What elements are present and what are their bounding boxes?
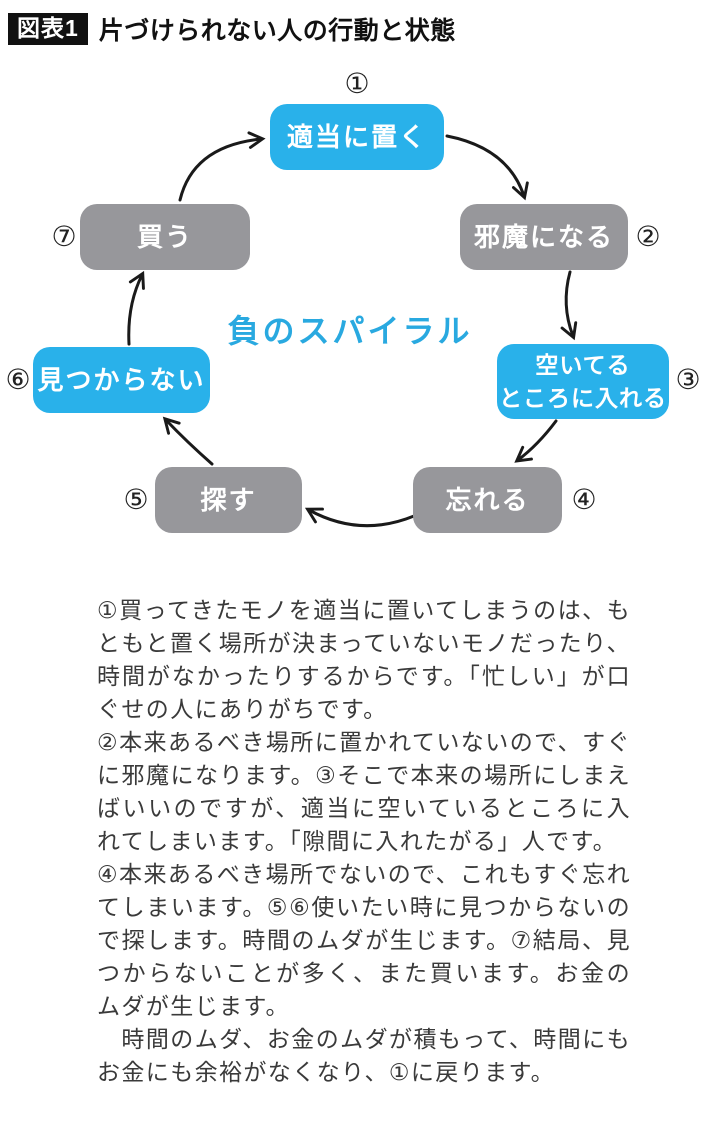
figure-title: 片づけられない人の行動と状態 xyxy=(98,17,456,45)
cycle-node-put-in-empty-spot: 空いてる ところに入れる xyxy=(497,344,669,419)
paragraph: 時間のムダ、お金のムダが積もって、時間にもお金にも余裕がなくなり、①に戻ります。 xyxy=(97,1026,631,1085)
cycle-node-gets-in-way: 邪魔になる xyxy=(460,204,628,270)
cycle-node-search: 探す xyxy=(155,467,302,533)
explanation-text: ①買ってきたモノを適当に置いてしまうのは、もともと置く場所が決まっていないモノだ… xyxy=(97,594,631,1089)
cycle-node-buy: 買う xyxy=(80,204,250,270)
paragraph: ②本来あるべき場所に置かれていないので、すぐに邪魔になります。③そこで本来の場所… xyxy=(97,729,631,854)
node-label: 忘れる xyxy=(445,484,530,515)
arrow-4-to-5 xyxy=(304,507,416,528)
step-number-3: ③ xyxy=(675,363,701,396)
figure-header: 図表1 片づけられない人の行動と状態 xyxy=(8,11,456,47)
step-number-2: ② xyxy=(635,220,661,253)
step-number-1: ① xyxy=(344,67,370,100)
center-label: 負のスパイラル xyxy=(227,313,473,349)
node-label: 買う xyxy=(136,221,193,252)
arrow-1-to-2 xyxy=(445,134,529,201)
node-label: 邪魔になる xyxy=(473,221,614,252)
paragraph: ④本来あるべき場所でないので、これもすぐ忘れてしまいます。⑤⑥使いたい時に見つか… xyxy=(97,861,631,1019)
cycle-node-place-randomly: 適当に置く xyxy=(270,104,444,170)
step-number-5: ⑤ xyxy=(123,483,149,516)
arrow-6-to-7 xyxy=(127,270,145,346)
paragraph: ①買ってきたモノを適当に置いてしまうのは、もともと置く場所が決まっていないモノだ… xyxy=(97,597,631,722)
arrow-3-to-4 xyxy=(514,419,558,463)
arrow-7-to-1 xyxy=(178,131,266,202)
node-label: 探す xyxy=(200,484,257,515)
cycle-node-cannot-find: 見つからない xyxy=(33,347,210,413)
arrow-2-to-3 xyxy=(560,270,578,341)
node-label: 適当に置く xyxy=(286,121,427,152)
figure-badge: 図表1 xyxy=(8,12,88,46)
cycle-node-forget: 忘れる xyxy=(413,467,562,533)
step-number-7: ⑦ xyxy=(51,220,77,253)
step-number-4: ④ xyxy=(571,483,597,516)
node-label: 空いてる ところに入れる xyxy=(499,352,667,411)
step-number-6: ⑥ xyxy=(5,363,31,396)
arrow-5-to-6 xyxy=(162,416,214,466)
node-label: 見つからない xyxy=(37,364,206,395)
